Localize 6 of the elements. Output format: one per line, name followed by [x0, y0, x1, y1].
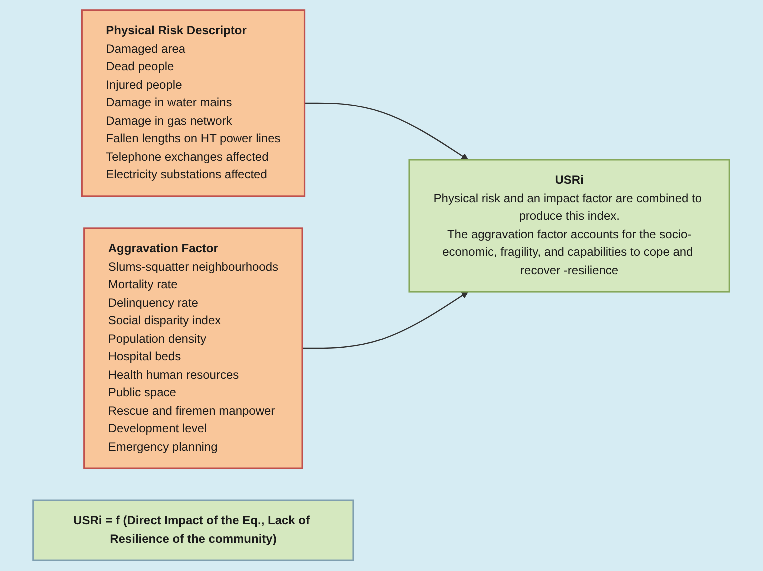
arrow — [302, 292, 469, 350]
arrow — [304, 102, 469, 160]
node-box — [32, 500, 354, 562]
node-box — [84, 228, 304, 470]
node-box — [408, 159, 730, 293]
node-box — [81, 10, 306, 198]
